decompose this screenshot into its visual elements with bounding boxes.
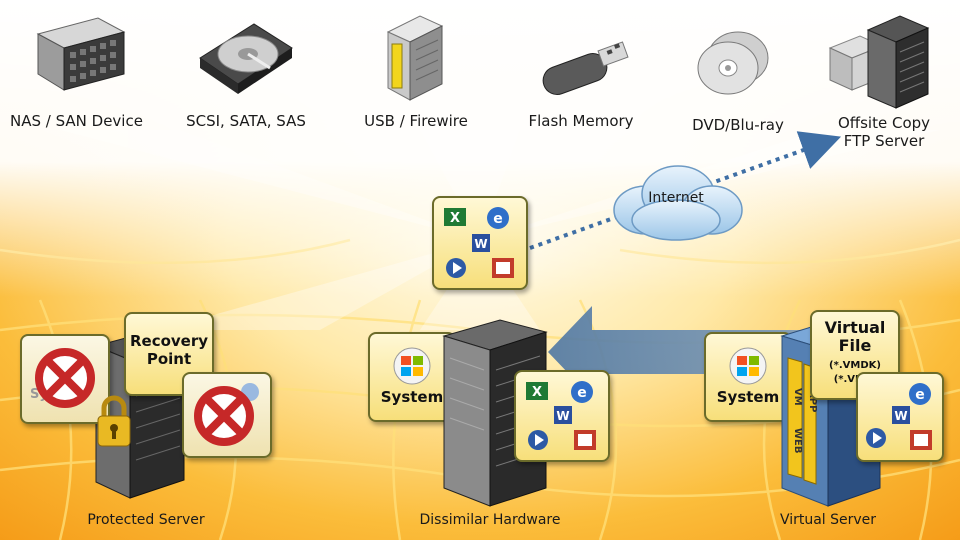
dvd-label: DVD/Blu-ray [692,116,784,134]
usb-drive-icon [386,15,444,101]
files-card-dissimilar: X e W [514,370,610,462]
scsi-label: SCSI, SATA, SAS [186,112,306,130]
vm-tag-3: WEB [792,428,803,453]
backup-files-card: X e W [432,196,528,290]
virtual-file-ext1: (*.VMDK) [829,360,881,371]
vm-tag-2: APP [807,390,818,412]
internet-cloud-icon [613,165,743,241]
svg-text:e: e [493,211,503,227]
svg-text:e: e [915,387,925,403]
protected-server-label: Protected Server [87,512,205,528]
failed-system-card: System [20,334,110,424]
recovery-point-line1: Recovery [129,332,209,350]
system-label: System [716,388,780,406]
padlock-icon [97,395,131,447]
svg-text:e: e [577,385,587,401]
svg-text:W: W [556,409,569,423]
svg-text:X: X [450,211,460,226]
office-files-icon: X e W [444,207,514,278]
offsite-label-line2: FTP Server [843,132,925,150]
usb-label: USB / Firewire [364,112,468,130]
virtual-file-line2: File [838,336,872,355]
system-label: System [380,388,444,406]
nas-label: NAS / SAN Device [10,112,143,130]
dissimilar-hardware-label: Dissimilar Hardware [419,512,561,528]
error-cross-icon: System [30,348,95,408]
dvd-disc-icon [697,31,769,95]
virtual-server-label: Virtual Server [779,512,877,528]
failed-files-card [182,372,272,458]
error-cross-icon [194,383,259,446]
flash-label: Flash Memory [528,112,634,130]
hard-disk-icon [199,23,293,94]
windows-logo-icon [393,347,431,385]
office-files-icon: e W [866,383,932,450]
office-files-icon: X e W [526,381,596,450]
svg-text:X: X [532,385,542,400]
recovery-point-line2: Point [146,350,192,368]
virtual-file-ext2: (*.VHD) [833,374,877,385]
ftp-server-icon [828,15,930,109]
system-card-virtual: System [704,332,792,422]
windows-logo-icon [729,347,767,385]
virtual-file-line1: Virtual [824,318,886,337]
svg-text:W: W [474,237,487,251]
vm-tag-1: VM [792,388,803,406]
nas-device-icon [36,17,126,91]
internet-label: Internet [648,190,704,206]
offsite-label-line1: Offsite Copy [837,114,931,132]
files-card-virtual: e W [856,372,944,462]
svg-text:W: W [894,409,907,423]
flash-memory-icon [542,41,629,95]
